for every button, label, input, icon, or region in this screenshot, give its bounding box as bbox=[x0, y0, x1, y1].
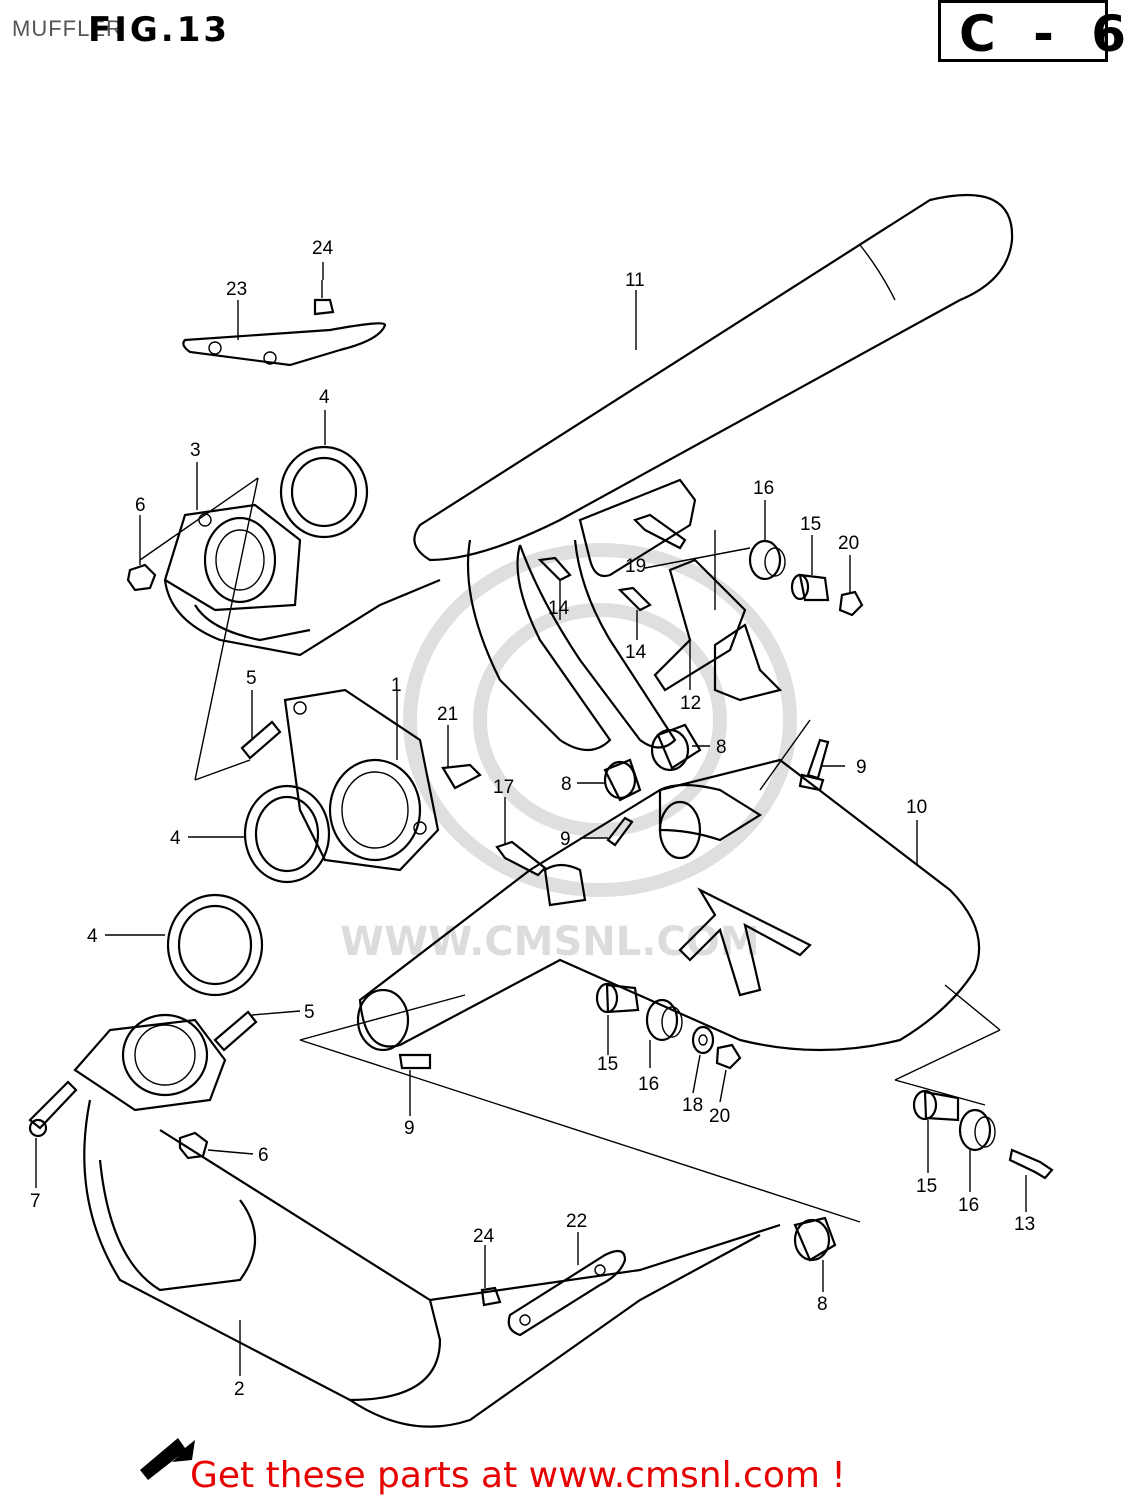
callout-3: 3 bbox=[190, 440, 201, 461]
part-15-collar-top bbox=[790, 573, 830, 602]
part-16-damper-bottom bbox=[958, 1108, 996, 1152]
callout-23: 23 bbox=[226, 279, 247, 300]
part-9-bolt-a bbox=[798, 738, 830, 792]
callout-5: 5 bbox=[246, 668, 257, 689]
callout-6: 6 bbox=[258, 1145, 269, 1166]
part-5-stud-top bbox=[240, 720, 282, 760]
part-19-bolt bbox=[632, 513, 687, 550]
part-21-bolt bbox=[441, 763, 482, 790]
watermark-logo: WWW.CMSNL.COM bbox=[340, 543, 797, 965]
callout-13: 13 bbox=[1014, 1214, 1035, 1235]
callout-5: 5 bbox=[304, 1002, 315, 1023]
callout-8: 8 bbox=[817, 1294, 828, 1315]
part-8-sleeve-b bbox=[603, 758, 642, 802]
callout-11: 11 bbox=[625, 270, 645, 291]
callout-24: 24 bbox=[312, 238, 334, 259]
callout-labels: 24 23 11 4 3 6 16 15 20 19 14 14 5 1 21 … bbox=[30, 238, 1035, 1400]
part-2-lower-pipe bbox=[73, 1013, 781, 1428]
part-24-bolt-top bbox=[313, 280, 335, 316]
part-4-gasket-lower bbox=[166, 893, 264, 997]
part-20-nut-mid bbox=[715, 1043, 742, 1070]
figure-number: FIG.13 bbox=[88, 10, 231, 50]
callout-2: 2 bbox=[234, 1379, 245, 1400]
callout-7: 7 bbox=[30, 1191, 41, 1212]
part-4-gasket-top bbox=[279, 445, 369, 539]
callout-19: 19 bbox=[625, 556, 646, 577]
part-15-collar-bottom bbox=[912, 1089, 960, 1122]
guide-lines bbox=[139, 477, 1001, 1223]
part-13-bolt bbox=[1008, 1148, 1054, 1180]
part-15-collar-mid bbox=[595, 982, 640, 1014]
part-14-bolt-a bbox=[537, 556, 572, 582]
part-16-damper-mid bbox=[645, 998, 683, 1042]
callout-9: 9 bbox=[856, 757, 867, 778]
part-8-sleeve-c bbox=[793, 1216, 837, 1262]
part-10-lower-muffler bbox=[356, 758, 981, 1052]
part-22-strap bbox=[507, 1249, 627, 1337]
callout-1: 1 bbox=[391, 675, 402, 696]
part-5-stud-bottom bbox=[213, 1010, 258, 1052]
section-code-box: C - 6 bbox=[938, 0, 1126, 63]
callout-20: 20 bbox=[838, 533, 859, 554]
part-8-sleeve-a bbox=[650, 723, 702, 772]
callout-20: 20 bbox=[709, 1106, 730, 1127]
callout-9: 9 bbox=[560, 829, 571, 850]
part-1-flange bbox=[283, 688, 440, 872]
part-4-gasket-mid bbox=[243, 784, 331, 884]
part-11-upper-muffler bbox=[413, 193, 1014, 752]
callout-18: 18 bbox=[682, 1095, 703, 1116]
part-3-flange-pipe bbox=[163, 503, 441, 657]
part-9-bolt-b bbox=[606, 816, 634, 847]
callout-15: 15 bbox=[597, 1054, 618, 1075]
part-12-bracket bbox=[653, 558, 783, 702]
callout-21: 21 bbox=[437, 704, 458, 725]
part-24-bolt-bottom bbox=[480, 1286, 502, 1307]
leader-lines bbox=[35, 262, 1027, 1376]
callout-22: 22 bbox=[566, 1211, 587, 1232]
section-code: C - 6 bbox=[959, 5, 1136, 63]
callout-16: 16 bbox=[753, 478, 774, 499]
part-16-damper-top bbox=[748, 539, 786, 581]
part-17-bolt bbox=[495, 840, 547, 877]
promo-footer-text: Get these parts at www.cmsnl.com ! bbox=[190, 1455, 846, 1496]
front-arrow-icon bbox=[140, 1438, 195, 1480]
callout-10: 10 bbox=[906, 797, 927, 818]
part-14-bolt-b bbox=[617, 586, 652, 612]
callout-15: 15 bbox=[800, 514, 821, 535]
callout-12: 12 bbox=[680, 693, 701, 714]
callout-24: 24 bbox=[473, 1226, 495, 1247]
part-20-nut-top bbox=[838, 590, 864, 617]
part-6-nut-top bbox=[126, 563, 157, 592]
exploded-parts-diagram: WWW.CMSNL.COM bbox=[28, 193, 1054, 1480]
callout-8: 8 bbox=[716, 737, 727, 758]
part-9-bolt-c bbox=[398, 1053, 432, 1070]
callout-14: 14 bbox=[548, 598, 570, 619]
part-23-strap bbox=[182, 322, 387, 367]
callout-4: 4 bbox=[87, 926, 98, 947]
callout-17: 17 bbox=[493, 777, 514, 798]
callout-6: 6 bbox=[135, 495, 146, 516]
part-7-bolt bbox=[28, 1080, 78, 1138]
callout-4: 4 bbox=[319, 387, 330, 408]
callout-8: 8 bbox=[561, 774, 572, 795]
callout-16: 16 bbox=[638, 1074, 659, 1095]
page-title: MUFFLER bbox=[12, 16, 123, 41]
watermark-text: WWW.CMSNL.COM bbox=[340, 919, 760, 965]
callout-4: 4 bbox=[170, 828, 181, 849]
part-6-nut-bottom bbox=[178, 1131, 209, 1160]
callout-15: 15 bbox=[916, 1176, 937, 1197]
part-18-washer bbox=[691, 1025, 715, 1055]
callout-16: 16 bbox=[958, 1195, 979, 1216]
callout-14: 14 bbox=[625, 642, 647, 663]
callout-9: 9 bbox=[404, 1118, 415, 1139]
